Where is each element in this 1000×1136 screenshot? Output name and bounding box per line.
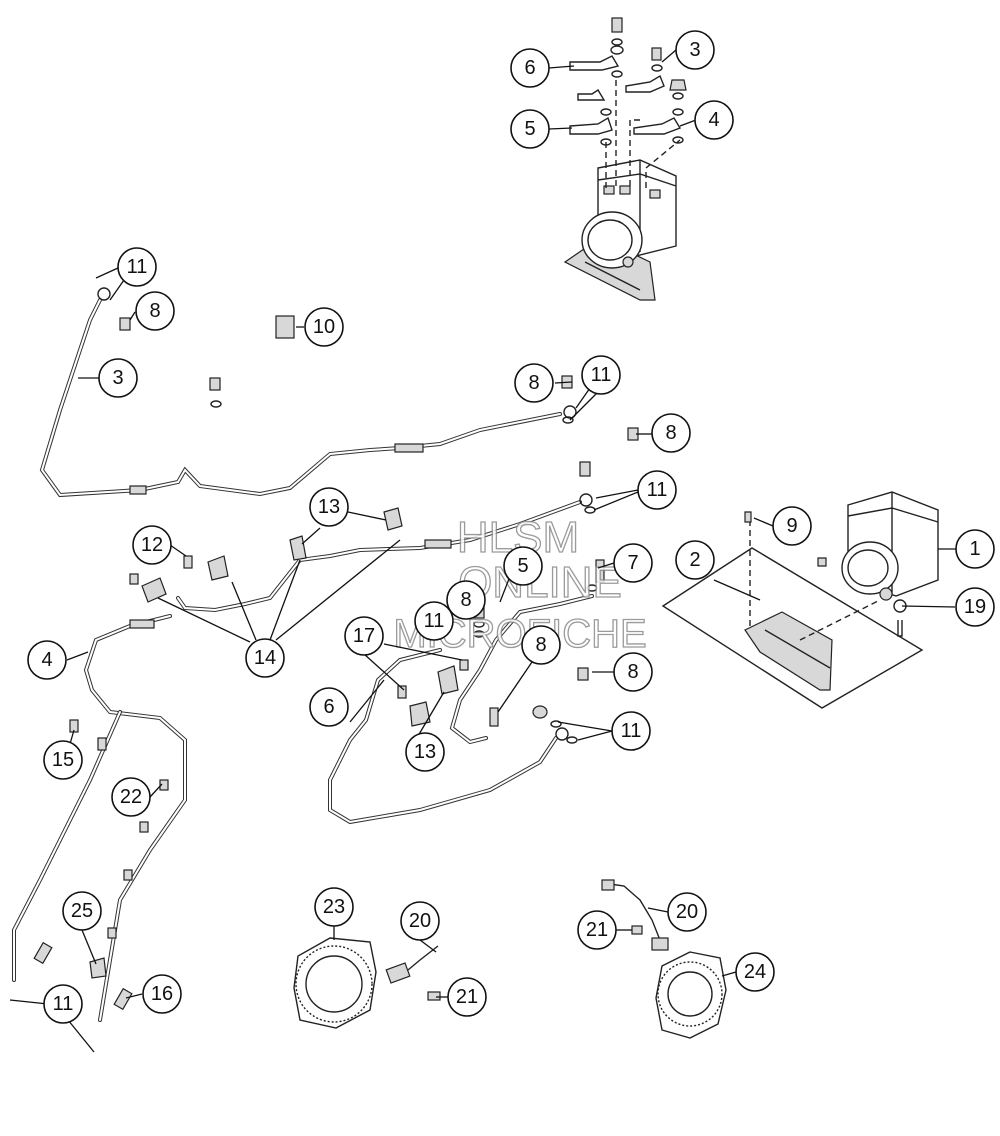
callout-3: 3	[675, 30, 715, 70]
callout-label: 24	[744, 961, 766, 983]
callout-label: 11	[127, 256, 148, 278]
callout-23: 23	[314, 887, 354, 927]
callout-22: 22	[111, 777, 151, 817]
callout-label: 19	[964, 596, 986, 618]
callout-9: 9	[772, 506, 812, 546]
leader-lines	[9, 49, 956, 1053]
callout-label: 7	[627, 552, 638, 574]
callout-8: 8	[446, 580, 486, 620]
callout-label: 20	[409, 910, 431, 932]
callout-label: 22	[120, 786, 142, 808]
callout-4: 4	[27, 640, 67, 680]
callout-label: 11	[53, 993, 74, 1015]
callout-label: 16	[151, 983, 173, 1005]
callout-4: 4	[694, 100, 734, 140]
callout-label: 11	[647, 479, 668, 501]
callout-label: 21	[456, 986, 478, 1008]
callout-label: 9	[786, 515, 797, 537]
callout-label: 17	[353, 625, 375, 647]
callout-label: 5	[517, 555, 528, 577]
callout-8: 8	[514, 363, 554, 403]
callout-label: 3	[689, 39, 700, 61]
callout-label: 8	[149, 300, 160, 322]
callout-8: 8	[613, 652, 653, 692]
callout-17: 17	[344, 616, 384, 656]
callout-12: 12	[132, 525, 172, 565]
wheel-speed-sensor-rear	[601, 879, 669, 951]
callout-label: 5	[524, 118, 535, 140]
callout-20: 20	[400, 901, 440, 941]
callout-label: 12	[141, 534, 163, 556]
callout-label: 14	[254, 647, 276, 669]
callout-label: 13	[318, 496, 340, 518]
callout-6: 6	[309, 687, 349, 727]
callout-label: 25	[71, 900, 93, 922]
callout-13: 13	[405, 732, 445, 772]
callout-label: 20	[676, 901, 698, 923]
callout-label: 23	[323, 896, 345, 918]
callout-label: 21	[586, 919, 608, 941]
callout-3: 3	[98, 358, 138, 398]
callout-8: 8	[651, 413, 691, 453]
callout-label: 3	[112, 367, 123, 389]
callout-label: 8	[627, 661, 638, 683]
callout-label: 8	[460, 589, 471, 611]
callout-label: 8	[535, 634, 546, 656]
brake-line-front-mid	[176, 493, 593, 613]
callout-label: 4	[708, 109, 719, 131]
brake-line-front-upper	[39, 287, 577, 498]
callout-label: 10	[313, 316, 335, 338]
callout-19: 19	[955, 587, 995, 627]
wheel-speed-sensor-front	[385, 945, 441, 1001]
callout-20: 20	[667, 892, 707, 932]
callout-2: 2	[675, 540, 715, 580]
callout-24: 24	[735, 952, 775, 992]
callout-11: 11	[43, 984, 83, 1024]
callout-label: 6	[323, 696, 334, 718]
callout-11: 11	[611, 711, 651, 751]
callout-label: 11	[621, 720, 642, 742]
callout-label: 4	[41, 649, 52, 671]
callout-5: 5	[503, 546, 543, 586]
callout-label: 2	[689, 549, 700, 571]
callout-11: 11	[637, 470, 677, 510]
callout-label: 1	[969, 538, 980, 560]
callout-11: 11	[117, 247, 157, 287]
callout-13: 13	[309, 487, 349, 527]
callout-label: 8	[528, 372, 539, 394]
callout-label: 6	[524, 57, 535, 79]
callout-25: 25	[62, 891, 102, 931]
callout-7: 7	[613, 543, 653, 583]
callout-1: 1	[955, 529, 995, 569]
callout-label: 13	[414, 741, 436, 763]
callout-label: 11	[424, 610, 445, 632]
abs-unit-top-assembly	[563, 17, 687, 301]
callout-15: 15	[43, 740, 83, 780]
callout-label: 15	[52, 749, 74, 771]
callout-21: 21	[447, 977, 487, 1017]
callout-6: 6	[510, 48, 550, 88]
callout-14: 14	[245, 638, 285, 678]
callout-8: 8	[135, 291, 175, 331]
brake-line-6	[328, 648, 569, 825]
tone-ring-23	[293, 937, 377, 1029]
callout-10: 10	[304, 307, 344, 347]
abs-unit-right-assembly	[661, 491, 939, 709]
hardware-pieces	[33, 315, 639, 1011]
brake-line-4	[12, 614, 187, 1022]
brake-line-5	[449, 594, 594, 745]
callout-5: 5	[510, 109, 550, 149]
tone-ring-24	[655, 951, 727, 1039]
callout-21: 21	[577, 910, 617, 950]
callout-label: 8	[665, 422, 676, 444]
callout-label: 11	[591, 364, 612, 386]
callout-11: 11	[581, 355, 621, 395]
callout-16: 16	[142, 974, 182, 1014]
callout-11: 11	[414, 601, 454, 641]
callout-8: 8	[521, 625, 561, 665]
